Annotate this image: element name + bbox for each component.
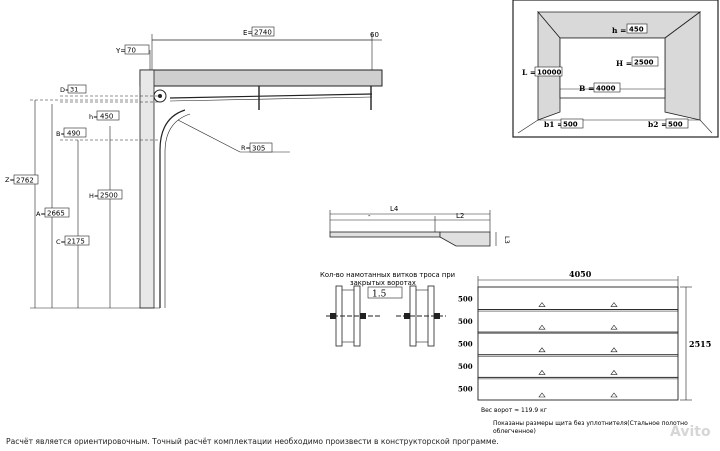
panel-section <box>477 376 679 401</box>
panel-sections: 500 500 500 500 500 <box>458 286 679 401</box>
header-beam <box>139 69 383 87</box>
dim-a-letter: A= <box>36 210 46 218</box>
hinge-icon <box>538 347 546 353</box>
dim-r-letter: R= <box>241 144 251 152</box>
footer-note: Расчёт является ориентировочным. Точный … <box>6 437 499 446</box>
section-view: E= 2740 60 Y= 70 D= 31 h= 450 B= 490 Z= <box>5 26 383 309</box>
dim-y-letter: Y= <box>115 47 126 55</box>
rail-bracket <box>439 231 491 247</box>
panel-section <box>477 286 679 311</box>
dim-hh-value: 2500 <box>100 192 118 200</box>
front-h-label: h = <box>612 26 626 35</box>
dim-z-letter: Z= <box>5 176 15 184</box>
panel-section-height: 500 <box>458 294 473 303</box>
front-b2-label: b2 = <box>648 120 667 129</box>
hinge-icon <box>610 324 618 330</box>
hinge-icon <box>610 369 618 375</box>
dim-h-value: 450 <box>100 113 113 121</box>
dim-r-value: 305 <box>252 145 265 153</box>
dim-y-value: 70 <box>127 47 136 55</box>
dim-c-value: 2175 <box>67 238 85 246</box>
dim-e-value: 2740 <box>254 29 272 37</box>
horizontal-track <box>169 93 373 99</box>
spring-detail: Кол-во намотанных витков троса при закры… <box>320 271 455 347</box>
dim-d-value: 31 <box>70 86 78 94</box>
front-b-label: B = <box>579 84 594 93</box>
front-b-value: 4000 <box>596 85 616 93</box>
dim-h-letter: h= <box>89 113 99 121</box>
dim-b-letter: B= <box>56 130 66 138</box>
panel-section <box>477 309 679 333</box>
dim-e-letter: E= <box>243 29 253 37</box>
panel-section-height: 500 <box>458 317 473 326</box>
hinge-icon <box>538 369 546 375</box>
panel-section-height: 500 <box>458 340 473 349</box>
rail-l4: L4 <box>390 205 399 213</box>
rail-l3: L3 <box>503 236 511 244</box>
panel-section-height: 500 <box>458 362 473 371</box>
radius-leader <box>177 119 241 153</box>
right-drum <box>396 285 446 347</box>
dim-a-value: 2665 <box>47 210 65 218</box>
dim-top-offset: 60 <box>370 31 379 39</box>
panel-height: 2515 <box>689 339 711 349</box>
hinge-icon <box>610 392 618 398</box>
panel-weight: Вес ворот ≈ 119.9 кг <box>481 407 547 414</box>
dim-hh-letter: H= <box>89 192 99 200</box>
front-h-value: 450 <box>629 26 644 34</box>
front-b1-value: 500 <box>563 121 578 129</box>
spring-turns: 1.5 <box>372 290 387 300</box>
dim-d-letter: D= <box>60 86 70 94</box>
front-hh-value: 2500 <box>634 59 654 67</box>
rail-bar <box>329 231 441 238</box>
left-drum <box>326 285 380 347</box>
panel-view: 4050 500 500 500 500 500 2515 Вес ворот ≈ 11… <box>458 269 711 435</box>
spring-caption-1: Кол-во намотанных витков троса при <box>320 271 455 279</box>
front-b1-label: b1 = <box>544 120 563 129</box>
rail-detail: L4 - L2 L3 <box>329 205 511 247</box>
front-l-value: 10000 <box>537 69 561 77</box>
hinge-icon <box>610 302 618 307</box>
front-view: h = 450 H = 2500 L = 10000 B = 4000 b1 =… <box>512 0 719 138</box>
rail-l2: L2 <box>456 212 464 220</box>
hinge-icon <box>538 302 546 307</box>
panel-section <box>477 331 679 356</box>
panel-note-2: облегченное) <box>493 428 536 435</box>
dim-c-letter: C= <box>56 238 66 246</box>
front-b2-value: 500 <box>668 121 683 129</box>
spring-caption-2: закрытых воротах <box>350 279 416 287</box>
front-l-label: L = <box>522 68 536 77</box>
panel-note-1: Показаны размеры щита без уплотнителя(Ст… <box>493 420 688 427</box>
panel-width: 4050 <box>569 269 592 279</box>
panel-section-height: 500 <box>458 385 473 394</box>
hinge-icon <box>610 347 618 353</box>
rail-dash: - <box>368 212 371 220</box>
dim-z-value: 2762 <box>16 177 34 185</box>
dim-b-value: 490 <box>67 130 80 138</box>
hinge-icon <box>538 392 546 398</box>
radius-track <box>159 109 186 308</box>
hinge-icon <box>538 324 546 330</box>
front-hh-label: H = <box>616 59 632 68</box>
avito-watermark: Avito <box>670 424 711 440</box>
panel-section <box>477 354 679 378</box>
wall-post <box>139 69 155 309</box>
